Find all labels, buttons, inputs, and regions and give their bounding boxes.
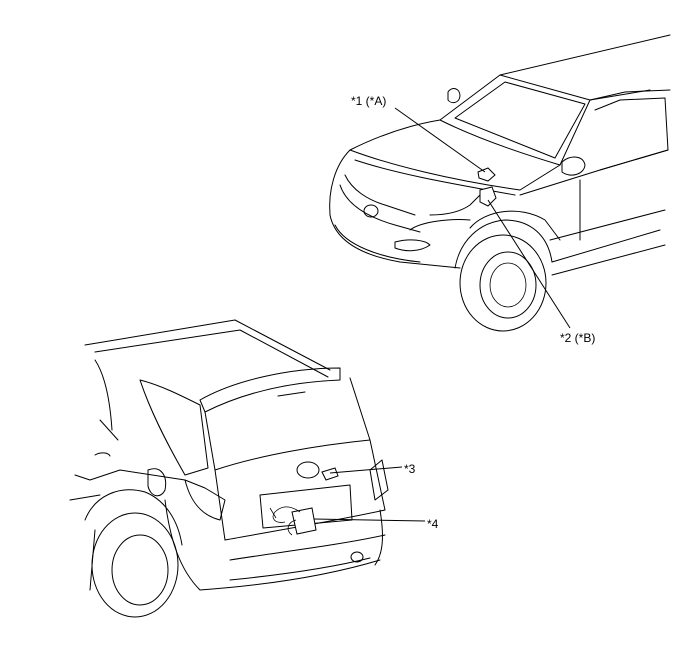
callout-label-3: *3 xyxy=(404,462,416,476)
part-3-shape xyxy=(321,467,339,481)
leader-line-2 xyxy=(487,199,571,329)
rear-vehicle-illustration xyxy=(69,319,426,618)
leader-line-3 xyxy=(329,466,403,474)
callout-label-4: *4 xyxy=(427,517,439,531)
callout-label-2: *2 (*B) xyxy=(560,331,596,345)
part-2-shape xyxy=(479,186,497,207)
leader-line-4 xyxy=(313,518,426,522)
front-vehicle-illustration xyxy=(329,34,671,332)
callout-label-1: *1 (*A) xyxy=(351,94,387,108)
leader-line-1 xyxy=(394,107,486,173)
part-4-shape xyxy=(291,507,317,535)
part-1-shape xyxy=(477,167,496,182)
